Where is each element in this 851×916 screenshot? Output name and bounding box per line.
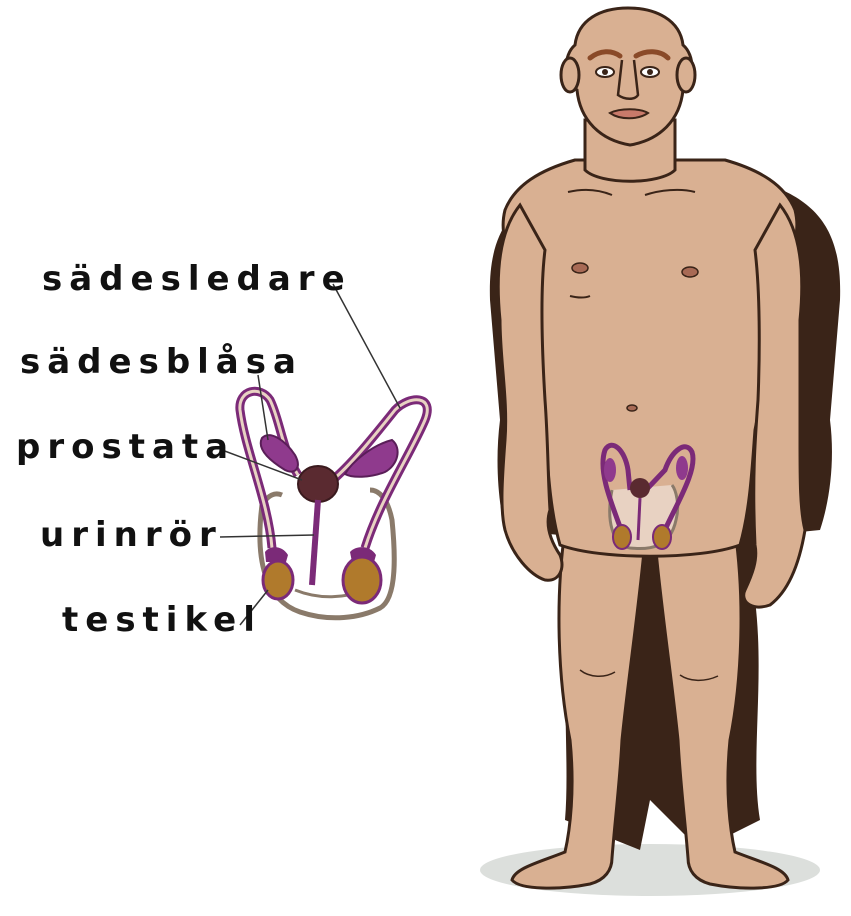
human-figure — [490, 8, 840, 888]
label-testicle: testikel — [62, 603, 262, 637]
leader-line-vas-deferens — [333, 284, 400, 408]
left-nipple — [572, 263, 588, 273]
right-nipple — [682, 267, 698, 277]
navel — [627, 405, 637, 411]
leader-line-urethra — [220, 535, 314, 537]
label-seminal-vesicle: sädesblåsa — [20, 345, 303, 379]
mouth — [610, 109, 648, 118]
label-prostate: prostata — [16, 430, 235, 464]
urethra — [312, 500, 318, 585]
enlarged-reproductive-diagram — [240, 391, 427, 618]
prostate-gland — [298, 466, 338, 502]
label-urethra: urinrör — [40, 518, 223, 552]
label-vas-deferens: sädesledare — [42, 262, 352, 296]
testicle-right — [343, 557, 381, 603]
testicle-left — [263, 561, 293, 599]
left-ear — [561, 58, 579, 92]
leader-line-seminal-vesicle — [258, 375, 268, 440]
right-ear — [677, 58, 695, 92]
